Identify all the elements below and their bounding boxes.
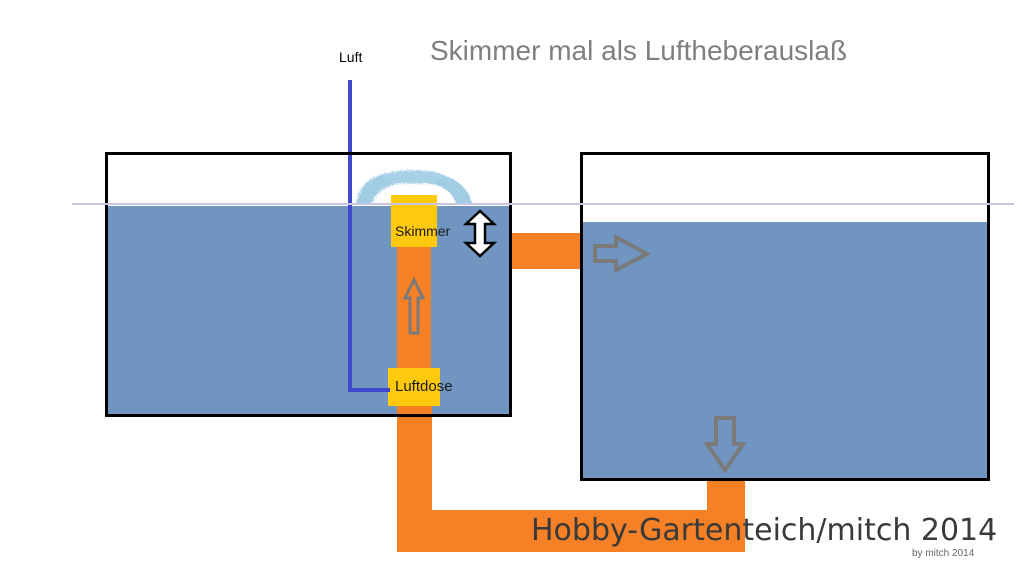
height-adjust-icon: [462, 209, 498, 258]
left-tank: [105, 152, 512, 417]
bottom-pipe-horizontal: [397, 510, 745, 552]
flow-right-arrow-icon: [593, 233, 652, 274]
skimmer-body: [391, 205, 437, 247]
overflow-pipe: [509, 233, 583, 269]
skimmer-cap: [391, 195, 437, 205]
left-tank-water: [108, 206, 509, 415]
skimmer-label: Skimmer: [395, 223, 451, 239]
air-box-label: Luftdose: [395, 378, 453, 395]
pipe-system: [397, 233, 745, 552]
flow-down-arrow-icon: [703, 416, 747, 474]
air-box: [388, 368, 440, 406]
air-label: Luft: [339, 49, 362, 65]
right-tank-water: [583, 222, 988, 478]
return-pipe-vertical: [707, 480, 745, 552]
watermark: Hobby-Gartenteich/mitch 2014: [531, 513, 997, 548]
air-bubbles: [356, 170, 472, 204]
right-tank: [580, 152, 990, 481]
riser-pipe: [397, 240, 431, 380]
diagram-title: Skimmer mal als Luftheberauslaß: [430, 35, 847, 66]
air-line: [348, 80, 390, 392]
flow-up-arrow-icon: [402, 276, 426, 335]
credit-text: by mitch 2014: [912, 548, 975, 559]
